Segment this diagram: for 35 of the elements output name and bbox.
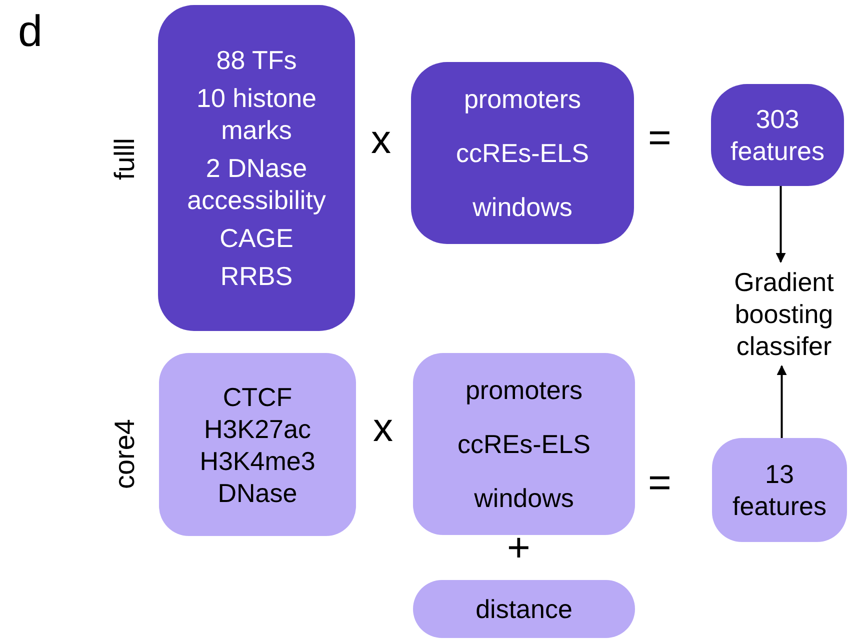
node-text: Gradient boosting classifer	[733, 266, 835, 362]
feature-box	[158, 5, 355, 331]
node-text: 88 TFs	[216, 44, 297, 76]
feature-box	[411, 62, 634, 244]
operator-symbol: =	[648, 463, 672, 503]
node-text: DNase	[218, 476, 298, 508]
operator-symbol: x	[373, 408, 393, 448]
operator-symbol: x	[371, 120, 391, 160]
node-text: 2 DNase accessibility	[186, 152, 327, 216]
node-text: promoters	[465, 374, 583, 406]
panel-letter: d	[18, 10, 42, 54]
feature-box	[711, 84, 844, 186]
node-text: RRBS	[220, 260, 293, 292]
row-label: fulll	[111, 137, 139, 182]
node-text: CAGE	[220, 222, 294, 254]
node-text: 303 features	[730, 103, 826, 167]
operator-symbol: +	[507, 528, 530, 568]
arrow	[776, 365, 787, 438]
node-text: H3K27ac	[204, 412, 311, 444]
node-text: windows	[472, 191, 572, 223]
arrow	[776, 186, 786, 263]
node-text: 10 histone marks	[196, 82, 318, 146]
node-text: ccREs-ELS	[456, 137, 589, 169]
node-text: distance	[476, 593, 572, 625]
node-text: H3K4me3	[200, 444, 316, 476]
node-text: promoters	[464, 83, 582, 115]
node-text: CTCF	[222, 380, 292, 412]
feature-box	[712, 438, 847, 542]
operator-symbol: =	[648, 118, 672, 158]
feature-box	[413, 353, 635, 535]
feature-box	[159, 353, 356, 536]
node-text: ccREs-ELS	[458, 428, 590, 460]
node-text: 13 features	[732, 458, 828, 522]
row-label: core4	[111, 418, 139, 492]
node-text: windows	[474, 482, 574, 514]
